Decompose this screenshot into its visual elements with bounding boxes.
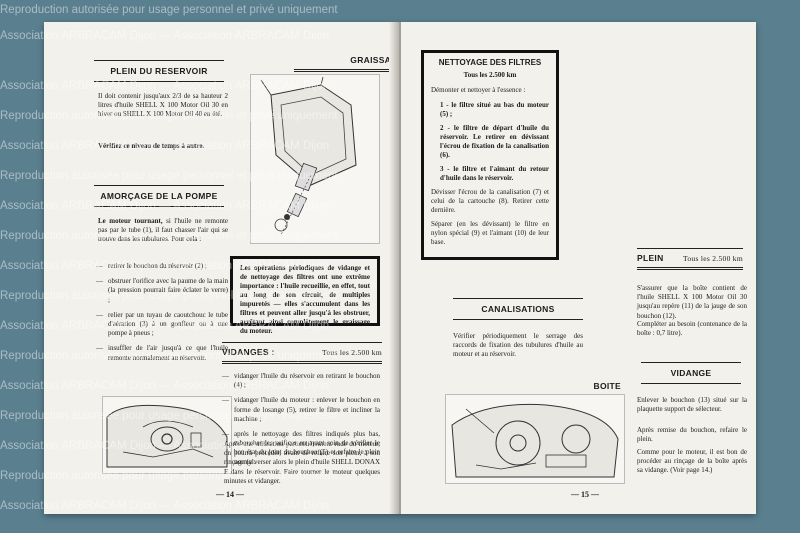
page-number-left: — 14 — bbox=[216, 490, 244, 499]
vidange-step: après le nettoyage des filtres indiqués … bbox=[222, 430, 380, 467]
filter-item: 2 - le filtre de départ d'huile du réser… bbox=[440, 124, 549, 159]
vidange-step: vidanger l'huile du réservoir en retiran… bbox=[222, 372, 380, 390]
vidange-step: vidanger l'huile du moteur : enlever le … bbox=[222, 396, 380, 424]
oil-tank-illustration bbox=[102, 396, 232, 474]
open-manual: PLEIN DU RESERVOIR Il doit contenir jusq… bbox=[44, 22, 756, 514]
gearbox-drawing bbox=[451, 403, 619, 478]
left-page: PLEIN DU RESERVOIR Il doit contenir jusq… bbox=[44, 22, 404, 514]
oil-tank-drawing bbox=[106, 404, 228, 468]
plein-text-2: Compléter au besoin (contenance de la bo… bbox=[637, 320, 747, 338]
graissage-warning-box: Les opérations périodiques de vidange et… bbox=[230, 256, 380, 335]
vidanges-rinse-text: Après une utilisation particulièrement r… bbox=[224, 440, 380, 485]
amorcage-step: obstruer l'orifice avec la paume de la m… bbox=[96, 277, 228, 305]
amorcage-steps: retirer le bouchon du réservoir (2) ; ob… bbox=[96, 262, 228, 369]
amorcage-step: insuffler de l'air jusqu'à ce que l'huil… bbox=[96, 344, 228, 362]
filters-paragraph-1: Dévisser l'écrou de la canalisation (7) … bbox=[431, 188, 549, 214]
vidange-text-3: Comme pour le moteur, il est bon de proc… bbox=[637, 448, 747, 475]
section-title-plein-reservoir: PLEIN DU RESERVOIR bbox=[94, 60, 224, 82]
section-title-amorcage: AMORÇAGE DE LA POMPE bbox=[94, 185, 224, 207]
filters-title: NETTOYAGE DES FILTRES bbox=[438, 58, 542, 67]
filter-item: 1 - le filtre situé au bas du moteur (5)… bbox=[440, 101, 549, 118]
amorcage-step: retirer le bouchon du réservoir (2) ; bbox=[96, 262, 228, 271]
section-title-canalisations: CANALISATIONS bbox=[453, 298, 583, 320]
plein-reservoir-note: Vérifiez ce niveau de temps à autre. bbox=[98, 142, 205, 150]
plein-text: S'assurer que la boîte contient de l'hui… bbox=[637, 284, 747, 320]
plein-title: PLEIN bbox=[637, 253, 664, 263]
engine-lubrication-illustration bbox=[250, 74, 380, 244]
amorcage-intro-text: si l'huile ne remonte pas par le tube (1… bbox=[98, 217, 228, 244]
amorcage-step: relier par un tuyau de caoutchouc le tub… bbox=[96, 311, 228, 339]
gearbox-illustration bbox=[445, 394, 625, 484]
vidanges-frequency: Tous les 2.500 km bbox=[322, 347, 382, 357]
vidange-text-2: Après remise du bouchon, refaire le plei… bbox=[637, 426, 747, 444]
vidanges-steps: vidanger l'huile du réservoir en retiran… bbox=[222, 372, 380, 473]
vidange-text-1: Enlever le bouchon (13) situé sur la pla… bbox=[637, 396, 747, 414]
filters-intro: Démonter et nettoyer à l'essence : bbox=[431, 86, 526, 94]
filters-frequency: Tous les 2.500 km bbox=[463, 71, 517, 79]
engine-exploded-drawing bbox=[260, 76, 357, 236]
filters-list: 1 - le filtre situé au bas du moteur (5)… bbox=[431, 101, 549, 183]
section-title-vidange: VIDANGE bbox=[641, 362, 741, 384]
vidanges-title: VIDANGES : bbox=[222, 347, 275, 357]
section-title-graissage: GRAISSAGE bbox=[294, 50, 404, 72]
section-title-plein: PLEIN Tous les 2.500 km bbox=[637, 248, 743, 270]
filter-item: 3 - le filtre et l'aimant du retour d'hu… bbox=[440, 165, 549, 182]
filters-paragraph-2: Séparer (en les dévissant) le filtre en … bbox=[431, 220, 549, 246]
amorcage-intro-bold: Le moteur tournant, bbox=[98, 217, 163, 225]
canalisations-text: Vérifier périodiquement le serrage des r… bbox=[453, 332, 583, 359]
plein-frequency: Tous les 2.500 km bbox=[683, 253, 743, 263]
plein-reservoir-text: Il doit contenir jusqu'aux 2/3 de sa hau… bbox=[98, 92, 228, 119]
watermark-line: Reproduction autorisée pour usage person… bbox=[0, 4, 338, 16]
right-page: NETTOYAGE DES FILTRES Tous les 2.500 km … bbox=[401, 22, 756, 514]
section-title-vidanges: VIDANGES : Tous les 2.500 km bbox=[222, 342, 382, 364]
page-number-right: — 15 — bbox=[571, 490, 599, 499]
filters-box: NETTOYAGE DES FILTRES Tous les 2.500 km … bbox=[421, 50, 559, 260]
amorcage-intro: Le moteur tournant, si l'huile ne remont… bbox=[98, 217, 228, 245]
